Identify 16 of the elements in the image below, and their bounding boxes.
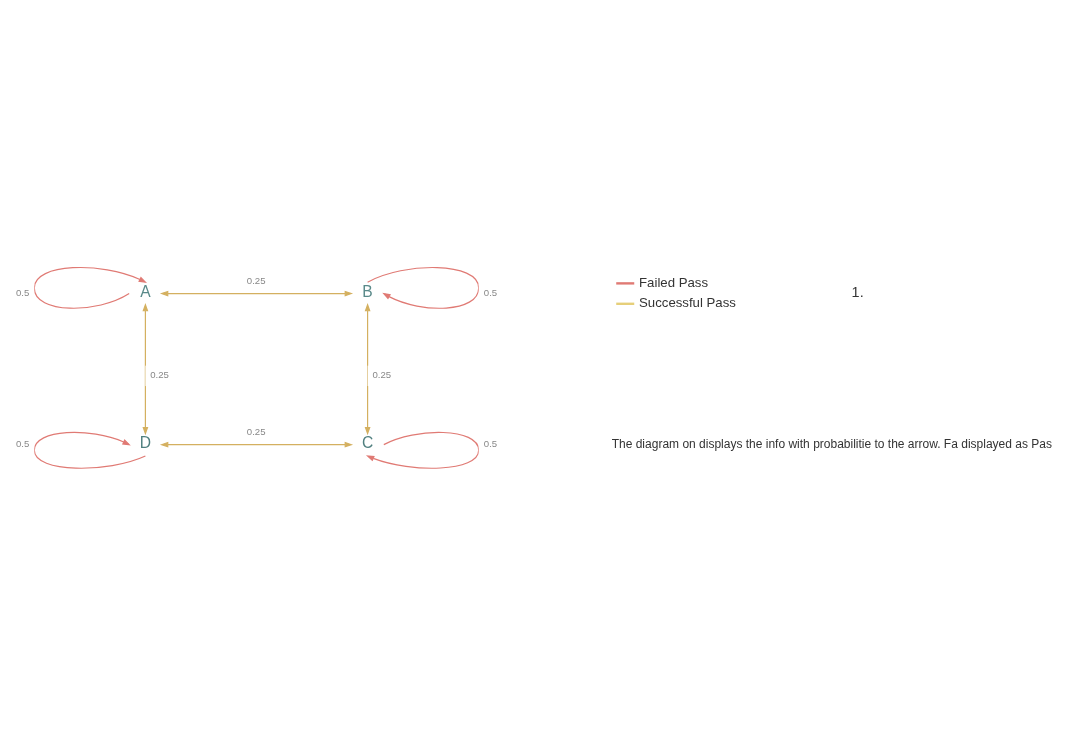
node-text: B: [362, 282, 373, 300]
edge-label: 0.5: [483, 437, 498, 449]
edge-label: 0.5: [15, 437, 30, 449]
edge-label: 0.25: [246, 274, 266, 286]
legend-label: Failed Pass: [639, 274, 709, 290]
node-text: D: [139, 433, 152, 451]
edge-label: 0.25: [372, 368, 392, 380]
edge-label: 0.5: [483, 286, 498, 298]
edge-label: 0.5: [15, 286, 30, 298]
edge-label: 0.25: [246, 425, 266, 437]
node-text: A: [140, 282, 151, 300]
label: 1.: [851, 283, 864, 300]
label: The diagram on displays the info with probabilitie to the arrow. Fa displayed as Pas: [611, 436, 1052, 451]
edge-label: 0.25: [150, 368, 169, 380]
legend-label: Successful Pass: [639, 294, 736, 310]
node-text: C: [361, 433, 374, 451]
